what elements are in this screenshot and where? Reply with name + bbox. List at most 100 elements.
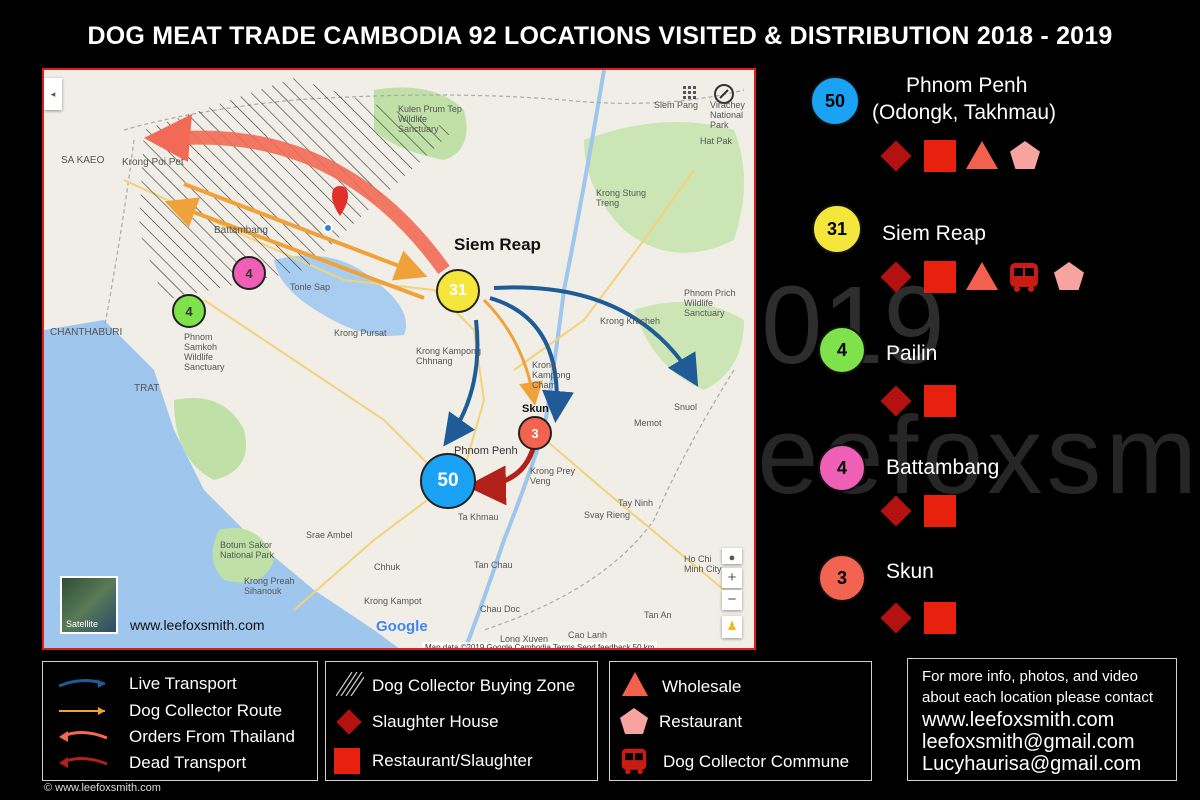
dead-transport-arrow-icon — [62, 757, 108, 766]
dead-transport-to-phnom-penh — [466, 444, 537, 506]
border-west — [103, 139, 135, 331]
contact-intro-2: about each location please contact — [922, 689, 1153, 706]
apps-grid-icon[interactable] — [683, 86, 696, 99]
map-label-kulen-prum: Kulen Prum Tep Wildlife Sanctuary — [398, 104, 462, 134]
map-label-sihanouk: Krong Preah Sihanouk — [244, 576, 295, 596]
location-count: 4 — [836, 457, 847, 478]
map-label-trat: TRAT — [134, 383, 160, 394]
location-name-skun: Skun — [886, 560, 934, 583]
collapse-panel-button[interactable]: ◂ — [44, 78, 62, 110]
contact-intro-1: For more info, photos, and video — [922, 668, 1138, 685]
collector-route-to-skun — [482, 298, 543, 406]
orders-from-thailand-arrowhead — [144, 114, 192, 162]
map-label-kampong-cham: Krong Kampong Cham — [532, 360, 571, 390]
map-bubble-phnom-penh[interactable]: 50 — [420, 453, 476, 509]
contact-email-1-link[interactable]: leefoxsmith@gmail.com — [922, 731, 1135, 753]
location-name-siem-reap: Siem Reap — [882, 222, 986, 245]
legend-transport: Live Transport Dog Collector Route Order… — [42, 661, 318, 781]
map-bubble-siem-reap[interactable]: 31 — [436, 269, 480, 313]
gulf-of-thailand — [44, 320, 399, 648]
map-label-phnom-prich: Phnom Prich Wildlife Sanctuary — [684, 288, 736, 318]
map-label-tonle-sap: Tonle Sap — [290, 282, 331, 292]
tonle-sap-lake — [274, 255, 406, 336]
legend-buying-zone: Dog Collector Buying Zone — [372, 676, 576, 695]
bus-icon — [1010, 263, 1038, 292]
collector-route-to-poipet — [164, 197, 425, 300]
satellite-toggle[interactable]: Satellite — [60, 576, 118, 634]
location-count-pailin: 4 — [818, 326, 866, 374]
slaughter-house-icon — [880, 602, 912, 634]
map-bubble-count: 31 — [449, 282, 467, 299]
park-botum-sakor — [212, 528, 274, 583]
slaughter-house-icon — [880, 140, 912, 172]
map-label-takhmau: Ta Khmau — [458, 512, 499, 522]
map-canvas[interactable] — [44, 70, 756, 650]
orders-from-thailand-arrow — [183, 130, 450, 275]
legend-slaughter-house: Slaughter House — [372, 712, 499, 731]
park-samkoh — [174, 398, 246, 480]
map-label-svay-rieng: Svay Rieng — [584, 510, 631, 520]
wholesale-icon — [966, 141, 998, 169]
map-label-tan-an: Tan An — [644, 610, 672, 620]
contact-email-2-link[interactable]: Lucyhaurisa@gmail.com — [922, 753, 1142, 775]
restaurant-icon — [1010, 141, 1040, 169]
location-subname-phnom-penh: (Odongk, Takhmau) — [872, 101, 1057, 124]
park-phnom-prich — [634, 302, 744, 390]
map-label-long-xuyen: Long Xuyen — [500, 634, 549, 644]
map-watermark: www.leefoxsmith.com — [130, 617, 265, 633]
compass-needle — [719, 89, 729, 99]
slaughter-house-icon — [336, 709, 362, 735]
street-view-button[interactable]: ● — [722, 548, 742, 564]
map-label-sre-ambel: Srae Ambel — [306, 530, 353, 540]
location-count-phnom-penh: 50 — [810, 76, 860, 126]
map-bubble-pailin[interactable]: 4 — [172, 294, 206, 328]
restaurant-slaughter-icon — [924, 385, 956, 417]
contact-website-link[interactable]: www.leefoxsmith.com — [922, 709, 1115, 731]
dot-icon: ● — [728, 552, 736, 564]
map-label-kratie: Krong Kracheh — [600, 316, 661, 326]
zoom-out-button[interactable]: − — [722, 590, 742, 610]
map-label-virachey: Virachey National Park — [710, 100, 745, 130]
map-label-ho-chi-minh: Ho Chi Minh City — [684, 554, 722, 574]
map-panel[interactable]: SA KAEO Krong Poi Pet Battambang CHANTHA… — [42, 68, 756, 650]
map-label-cao-lanh: Cao Lanh — [568, 630, 608, 640]
page-title: DOG MEAT TRADE CAMBODIA 92 LOCATIONS VIS… — [87, 22, 1113, 50]
map-pin-icon[interactable] — [332, 186, 348, 216]
buying-zone-hatch-icon — [336, 672, 364, 696]
legend-dog-collector-commune: Dog Collector Commune — [663, 752, 850, 771]
dog-collector-commune-icon — [1008, 261, 1040, 298]
legend-businesses: Wholesale Restaurant Dog Collector Commu… — [609, 661, 872, 781]
location-count: 31 — [826, 218, 848, 239]
legend-dead-transport: Dead Transport — [129, 753, 247, 772]
pegman-icon: ♟ — [726, 619, 738, 633]
map-label-phnom-samkoh: Phnom Samkoh Wildlife Sanctuary — [184, 332, 225, 372]
current-location-icon — [323, 223, 333, 233]
compass-icon[interactable] — [714, 84, 734, 104]
legend-wholesale: Wholesale — [662, 677, 742, 696]
copyright-notice: © www.leefoxsmith.com — [44, 782, 161, 794]
map-label-sa-kaeo: SA KAEO — [61, 155, 105, 166]
satellite-label: Satellite — [66, 619, 99, 629]
road-5 — [203, 299, 445, 481]
map-bubble-skun[interactable]: 3 — [518, 416, 552, 450]
location-name-battambang: Battambang — [886, 456, 1000, 479]
legend-dog-collector-route: Dog Collector Route — [129, 701, 283, 720]
map-label-chau-doc: Chau Doc — [480, 604, 521, 614]
zoom-in-button[interactable]: + — [722, 568, 742, 588]
legend-types: Dog Collector Buying Zone Slaughter Hous… — [325, 661, 598, 781]
map-label-prey-veng: Krong Prey Veng — [530, 466, 576, 486]
map-label-memot: Memot — [634, 418, 662, 428]
location-count-siem-reap: 31 — [812, 204, 862, 254]
legend-restaurant: Restaurant — [659, 712, 743, 731]
location-name-phnom-penh: Phnom Penh — [906, 74, 1028, 97]
map-bubble-count: 4 — [185, 303, 193, 319]
collector-route-to-siem-reap — [183, 182, 428, 281]
location-name-pailin: Pailin — [886, 342, 938, 365]
pegman-button[interactable]: ♟ — [722, 616, 742, 638]
restaurant-slaughter-icon — [924, 261, 956, 293]
map-label-hat-pak: Hat Pak — [700, 136, 733, 146]
map-label-battambang: Battambang — [214, 225, 268, 236]
map-attribution[interactable]: Map data ©2019 Google Cambodia Terms Sen… — [422, 642, 658, 648]
map-label-kampot: Krong Kampot — [364, 596, 422, 606]
map-bubble-battambang[interactable]: 4 — [232, 256, 266, 290]
